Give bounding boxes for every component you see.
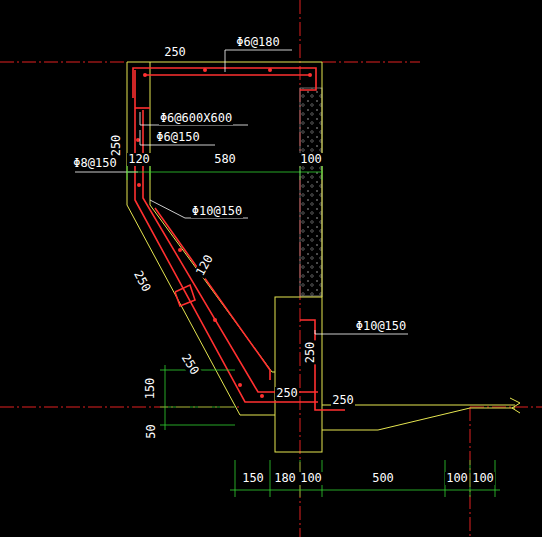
dimension: 250 [131, 267, 154, 294]
rebar-note: Φ6@150 [155, 131, 200, 144]
dimension: 500 [371, 472, 395, 485]
dimension: 100 [299, 472, 323, 485]
dimension: 100 [471, 472, 495, 485]
rebar-note: Φ10@150 [191, 205, 244, 218]
dimension: 150 [145, 376, 158, 400]
dimension: 120 [194, 251, 217, 278]
dimension: 100 [445, 472, 469, 485]
dimension: 250 [163, 46, 187, 59]
dimension: 580 [213, 153, 237, 166]
rebar-note: Φ6@180 [235, 36, 280, 49]
rebar-note: Φ8@150 [72, 157, 117, 170]
rebar-note: Φ6@600X600 [159, 112, 233, 125]
dimension: 180 [273, 472, 297, 485]
dimension: 120 [127, 153, 151, 166]
dimension: 250 [111, 133, 124, 157]
dimension: 250 [305, 340, 318, 364]
dimension: 250 [331, 394, 355, 407]
dimension: 250 [275, 387, 299, 400]
rebar-note: Φ10@150 [355, 320, 408, 333]
dimension: 150 [241, 472, 265, 485]
dimension: 100 [299, 153, 323, 166]
dimension: 50 [144, 423, 157, 439]
dimension: 250 [178, 351, 202, 378]
